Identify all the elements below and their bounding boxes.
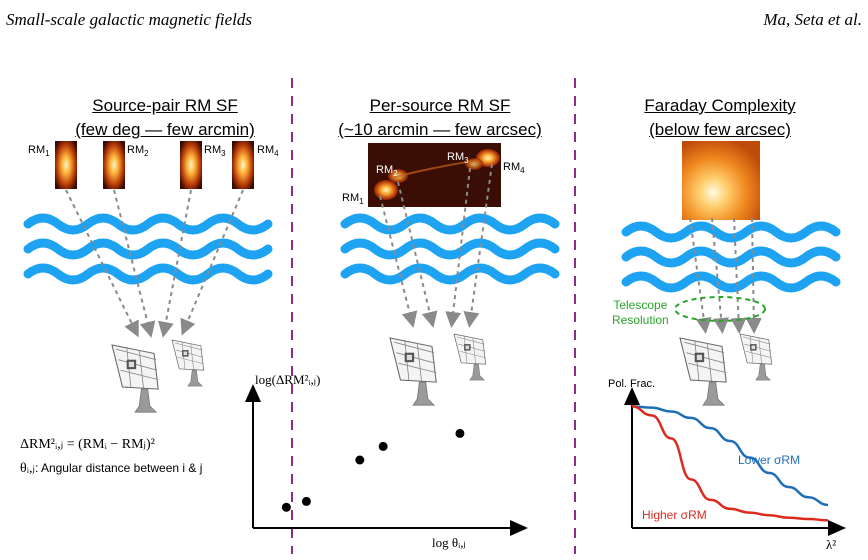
pol-plot-ylabel: Pol. Frac. (608, 378, 655, 390)
panel1-telescopes (112, 340, 204, 412)
panel2-rm3-label: RM3 (447, 151, 469, 165)
equation-line1: ΔRM²ᵢ,ⱼ = (RMᵢ − RMⱼ)² (20, 436, 155, 453)
theta-symbol: θᵢ,ⱼ (20, 461, 35, 476)
sf-plot-xlabel: log θᵢ,ⱼ (432, 535, 466, 551)
sf-point-0 (282, 503, 291, 512)
source-image-rm4 (232, 141, 254, 189)
panel3-waves (626, 226, 836, 288)
higher-sigma-label: Higher σRM (642, 508, 707, 522)
panel1-rm3-label: RM3 (204, 144, 226, 158)
sf-point-4 (455, 429, 464, 438)
sf-point-1 (302, 497, 311, 506)
panel1-sightlines (66, 190, 243, 332)
panel2-rm1-label: RM1 (342, 192, 364, 206)
sf-point-3 (379, 442, 388, 451)
sf-plot-points (282, 429, 465, 512)
source-image-rm1 (55, 141, 77, 189)
panel1-waves (28, 218, 268, 280)
source-image-rm3 (180, 141, 202, 189)
angular-distance-description: : Angular distance between i & j (35, 461, 202, 475)
panel2-waves (345, 218, 555, 280)
equation-line2: θᵢ,ⱼ: Angular distance between i & j (20, 460, 202, 477)
panel2-rm2-label: RM2 (376, 164, 398, 178)
panel2-rm4-label: RM4 (503, 161, 525, 175)
telescope-resolution-line2: Resolution (612, 313, 669, 328)
sf-plot (253, 392, 520, 528)
telescope-resolution-label: Telescope Resolution (612, 298, 669, 328)
sf-plot-ylabel: log(ΔRM²ᵢ,ⱼ) (255, 372, 320, 388)
panel1-rm4-label: RM4 (257, 144, 279, 158)
panel2-telescopes (390, 334, 486, 405)
panel3-source-image (682, 141, 760, 220)
lower-sigma-label: Lower σRM (738, 453, 800, 467)
panel3-telescopes (680, 334, 772, 405)
source-image-rm2 (103, 141, 125, 189)
panel1-rm1-label: RM1 (28, 144, 50, 158)
telescope-resolution-line1: Telescope (612, 298, 669, 313)
panel1-rm2-label: RM2 (127, 144, 149, 158)
sf-point-2 (355, 456, 364, 465)
pol-plot-xlabel: λ² (826, 537, 836, 553)
